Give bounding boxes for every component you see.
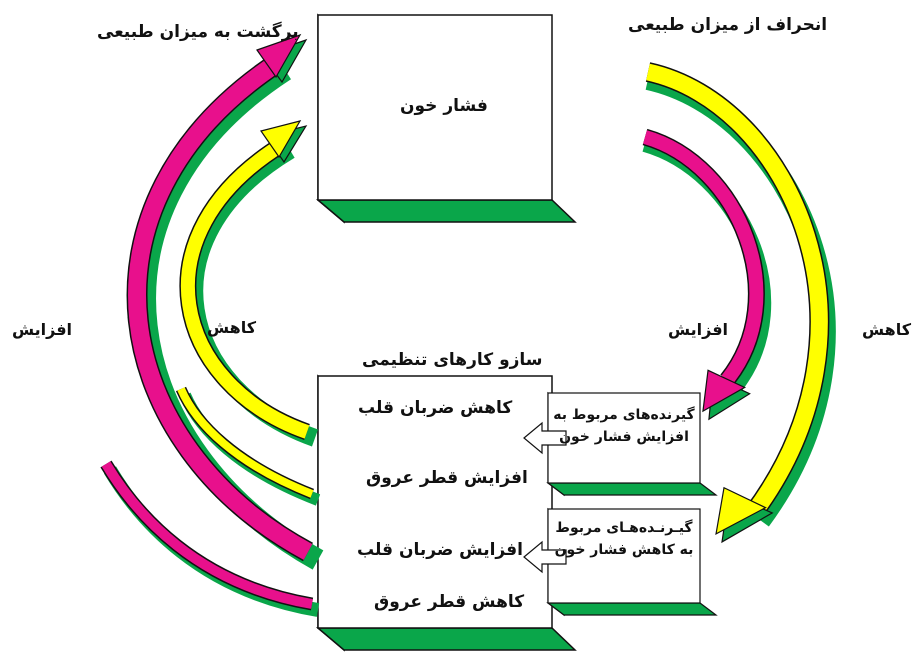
label-left-decrease: کاهش xyxy=(207,318,257,337)
label-right-decrease: کاهش xyxy=(862,320,912,339)
regulation-box xyxy=(315,374,577,652)
hollow-arrow-icon xyxy=(523,421,567,574)
reg-item-2: افزایش قطر عروق xyxy=(366,468,528,488)
pressure-box xyxy=(315,13,577,224)
reg-item-4: کاهش قطر عروق xyxy=(374,592,525,612)
receptor-box-increase xyxy=(546,391,718,497)
receptor-increase-label: گیرنده‌های مربوط به افزایش فشار خون xyxy=(553,407,695,445)
reg-item-1: کاهش ضربان قلب xyxy=(358,398,513,418)
arrow-curve-magenta-left xyxy=(100,33,324,617)
label-return-to-normal: برگشت به میزان طبیعی xyxy=(97,22,299,42)
label-blood-pressure: فشار خون xyxy=(400,96,488,116)
arrow-curve-magenta-right xyxy=(642,128,772,421)
label-deviation-from-normal: انحراف از میزان طبیعی xyxy=(628,15,828,35)
receptor-decrease-label: گیـرنـده‌هـای مربوط به کاهش فشار خون xyxy=(554,520,694,558)
label-left-increase: افزایش xyxy=(12,320,73,339)
label-right-increase: افزایش xyxy=(668,320,729,339)
label-regulation-title: سازو کارهای تنظیمی xyxy=(362,350,543,370)
receptor-box-decrease xyxy=(546,507,718,617)
arrow-curve-yellow-right xyxy=(645,62,836,544)
arrow-curve-yellow-left xyxy=(175,120,321,506)
reg-item-3: افزایش ضربان قلب xyxy=(357,540,523,560)
